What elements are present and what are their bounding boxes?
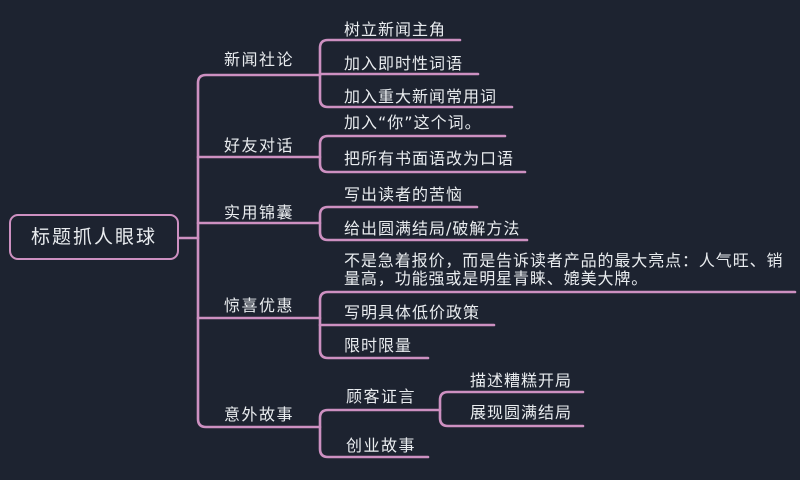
branch-news-editorial[interactable]: 新闻社论	[223, 50, 294, 69]
subbranch-customer-testimonial[interactable]: 顾客证言	[345, 387, 416, 406]
leaf-bad-beginning[interactable]: 描述糟糕开局	[470, 371, 573, 390]
leaf-happy-ending-solution[interactable]: 给出圆满结局/破解方法	[344, 219, 521, 238]
leaf-colloquial-style[interactable]: 把所有书面语改为口语	[344, 149, 515, 168]
root-node[interactable]: 标题抓人眼球	[9, 214, 179, 260]
leaf-limited-time-qty[interactable]: 限时限量	[344, 336, 413, 355]
leaf-big-news-words[interactable]: 加入重大新闻常用词	[344, 87, 498, 106]
leaf-set-news-hero[interactable]: 树立新闻主角	[344, 20, 447, 39]
leaf-startup-story[interactable]: 创业故事	[345, 436, 416, 455]
children-bracket	[318, 408, 442, 459]
leaf-reader-pain[interactable]: 写出读者的苦恼	[344, 185, 464, 204]
children-bracket	[438, 390, 585, 428]
leaf-low-price-policy[interactable]: 写明具体低价政策	[344, 303, 481, 322]
children-bracket	[318, 205, 529, 242]
branch-friend-chat[interactable]: 好友对话	[223, 136, 294, 155]
branch-practical-tips[interactable]: 实用锦囊	[223, 203, 294, 222]
children-bracket	[318, 134, 527, 174]
leaf-happy-ending[interactable]: 展现圆满结局	[470, 403, 573, 422]
leaf-use-word-you[interactable]: 加入“你”这个词。	[344, 113, 482, 132]
leaf-highlight-paragraph[interactable]: 不是急着报价，而是告诉读者产品的最大亮点：人气旺、销量高，功能强或是明星青睐、媲…	[344, 251, 784, 288]
leaf-immediacy-words[interactable]: 加入即时性词语	[344, 54, 464, 73]
branch-spine	[196, 73, 322, 429]
branch-surprise-deal[interactable]: 惊喜优惠	[223, 296, 294, 315]
branch-unexpected-story[interactable]: 意外故事	[223, 405, 294, 424]
